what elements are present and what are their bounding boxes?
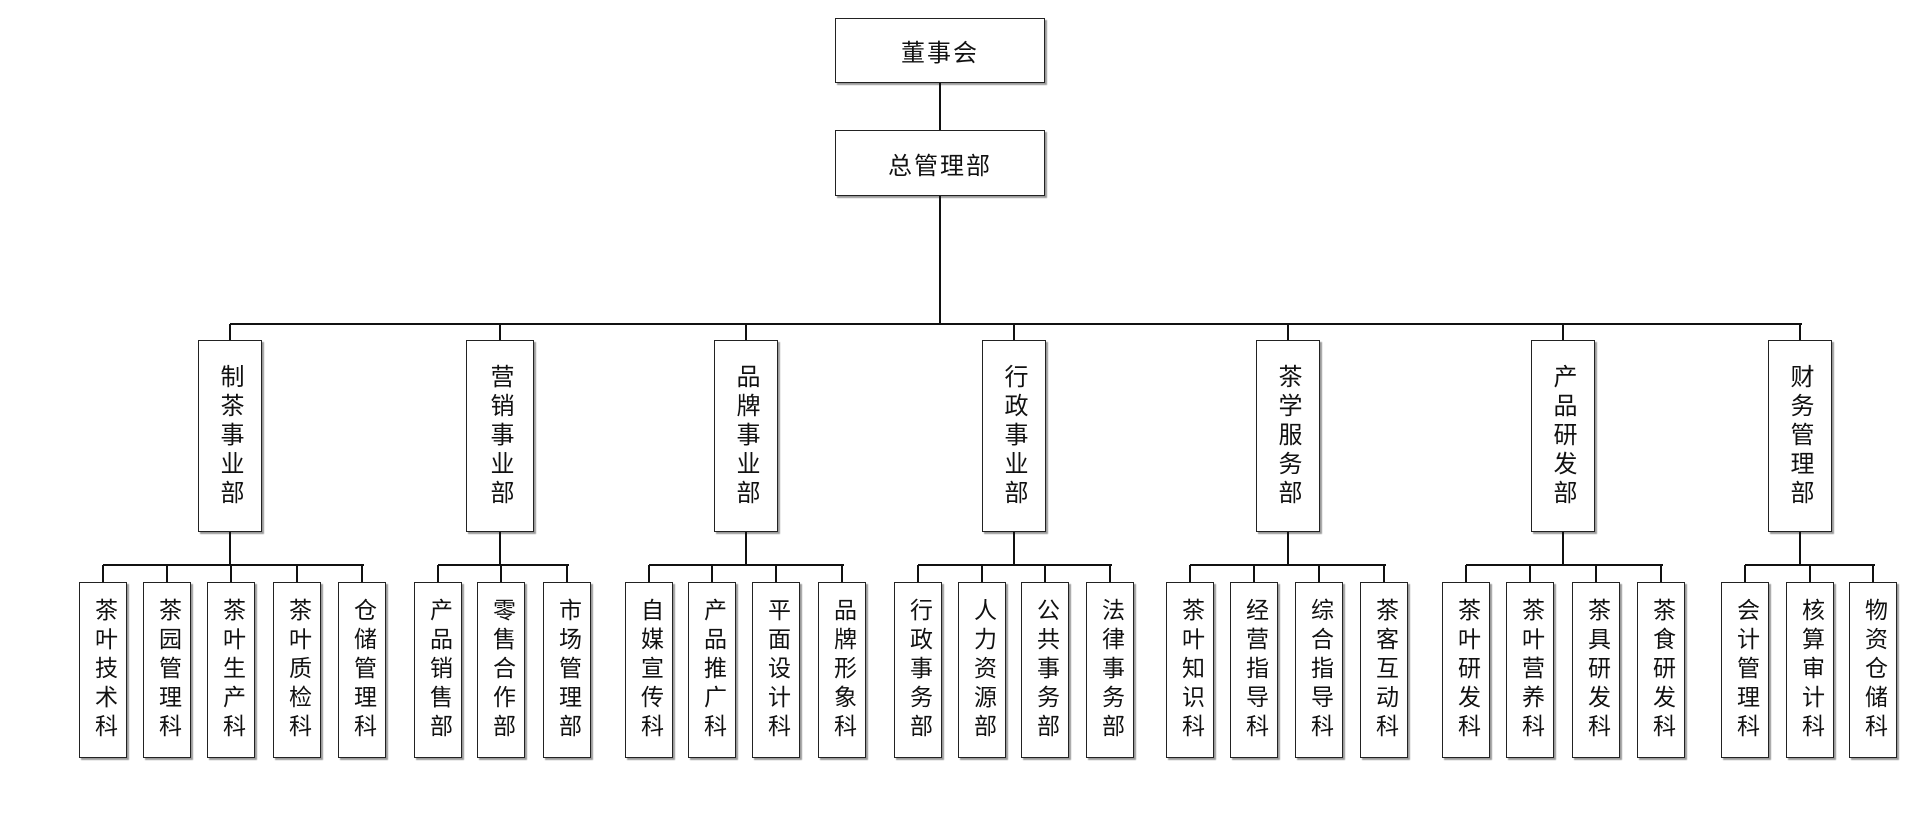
unit-connector [166,565,168,582]
unit-connector [1044,565,1046,582]
unit-node: 物资仓储科 [1849,582,1897,758]
unit-bus-line [918,564,1112,566]
unit-connector [1109,565,1111,582]
unit-connector [711,565,713,582]
unit-node: 仓储管理科 [338,582,386,758]
unit-node: 综合指导科 [1295,582,1343,758]
board-node: 董事会 [835,18,1045,83]
unit-connector [361,565,363,582]
unit-node: 法律事务部 [1086,582,1134,758]
department-down-connector [1287,532,1289,565]
unit-connector [775,565,777,582]
unit-connector [648,565,650,582]
department-node: 行政事业部 [982,340,1046,532]
unit-connector [296,565,298,582]
unit-node: 市场管理部 [543,582,591,758]
department-down-connector [499,532,501,565]
unit-connector [841,565,843,582]
unit-bus-line [1466,564,1663,566]
department-connector [499,324,501,340]
unit-node: 茶园管理科 [143,582,191,758]
unit-bus-line [438,564,569,566]
unit-node: 行政事务部 [894,582,942,758]
department-connector [1562,324,1564,340]
unit-connector [230,565,232,582]
department-node: 茶学服务部 [1256,340,1320,532]
unit-connector [1660,565,1662,582]
unit-node: 茶叶技术科 [79,582,127,758]
department-node: 品牌事业部 [714,340,778,532]
unit-node: 茶叶知识科 [1166,582,1214,758]
unit-connector [1595,565,1597,582]
unit-bus-line [649,564,844,566]
unit-node: 人力资源部 [958,582,1006,758]
unit-node: 茶具研发科 [1572,582,1620,758]
general-trunk-connector [939,196,941,324]
unit-node: 茶食研发科 [1637,582,1685,758]
department-down-connector [1013,532,1015,565]
board-connector [939,83,941,130]
unit-node: 平面设计科 [752,582,800,758]
department-node: 财务管理部 [1768,340,1832,532]
unit-node: 茶叶质检科 [273,582,321,758]
department-connector [1013,324,1015,340]
department-down-connector [1799,532,1801,565]
unit-bus-line [103,564,364,566]
unit-node: 产品销售部 [414,582,462,758]
unit-connector [1189,565,1191,582]
unit-connector [917,565,919,582]
unit-connector [981,565,983,582]
unit-node: 经营指导科 [1230,582,1278,758]
unit-connector [437,565,439,582]
unit-connector [1744,565,1746,582]
department-down-connector [745,532,747,565]
unit-connector [566,565,568,582]
unit-node: 自媒宣传科 [625,582,673,758]
unit-connector [1383,565,1385,582]
unit-node: 产品推广科 [688,582,736,758]
unit-node: 核算审计科 [1786,582,1834,758]
unit-connector [500,565,502,582]
unit-connector [1529,565,1531,582]
unit-node: 零售合作部 [477,582,525,758]
unit-connector [1318,565,1320,582]
department-connector [229,324,231,340]
unit-bus-line [1190,564,1386,566]
department-down-connector [229,532,231,565]
unit-node: 茶叶生产科 [207,582,255,758]
unit-connector [1465,565,1467,582]
unit-node: 公共事务部 [1021,582,1069,758]
department-connector [1799,324,1801,340]
unit-node: 茶叶营养科 [1506,582,1554,758]
department-bus-line [230,323,1802,325]
unit-node: 茶叶研发科 [1442,582,1490,758]
unit-node: 会计管理科 [1721,582,1769,758]
unit-connector [1872,565,1874,582]
department-connector [745,324,747,340]
department-node: 营销事业部 [466,340,534,532]
unit-connector [1253,565,1255,582]
general-management-node: 总管理部 [835,130,1045,196]
department-connector [1287,324,1289,340]
unit-node: 茶客互动科 [1360,582,1408,758]
department-node: 制茶事业部 [198,340,262,532]
unit-connector [102,565,104,582]
unit-connector [1809,565,1811,582]
department-node: 产品研发部 [1531,340,1595,532]
unit-node: 品牌形象科 [818,582,866,758]
department-down-connector [1562,532,1564,565]
